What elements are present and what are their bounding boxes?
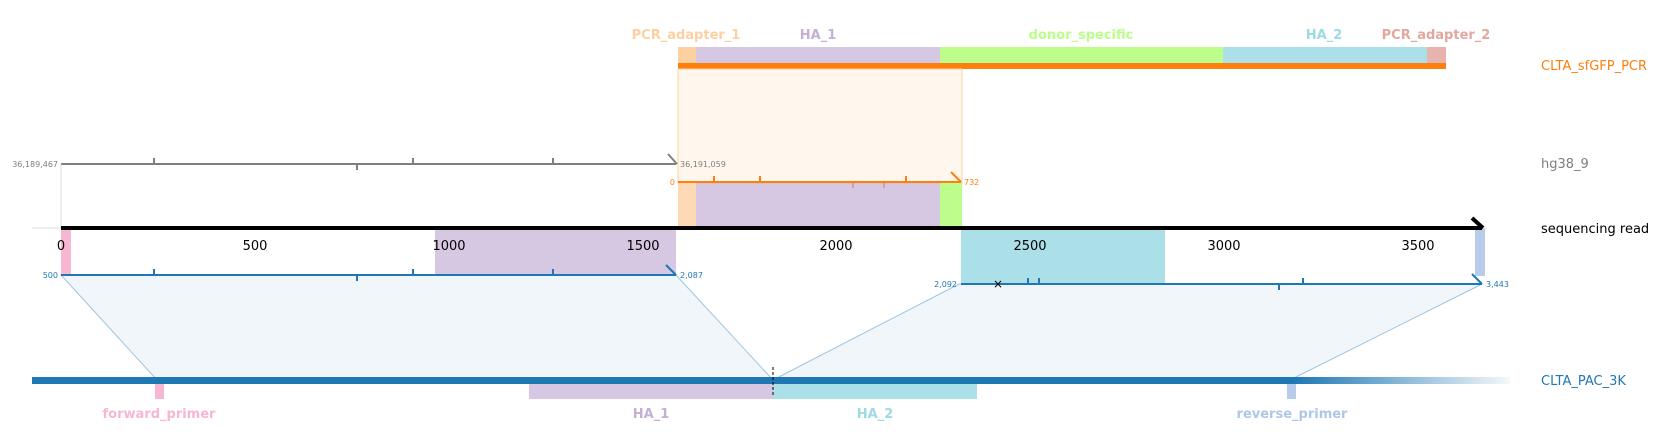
read-feature-reverse-primer bbox=[1475, 228, 1485, 276]
plasmid-backbone bbox=[32, 377, 1294, 384]
pcr-feature-ha-2 bbox=[1223, 47, 1427, 65]
pcr-end-coordinate: 732 bbox=[964, 178, 979, 187]
plasmid-left-end-coordinate: 2,087 bbox=[680, 271, 703, 280]
plasmid-label-forward-primer: forward_primer bbox=[103, 407, 217, 422]
pcr-label-ha-1: HA_1 bbox=[800, 28, 837, 43]
track-label-plasmid: CLTA_PAC_3K bbox=[1541, 374, 1626, 389]
read-feature-ha-2 bbox=[961, 228, 1165, 284]
read-axis-tick-label: 2000 bbox=[819, 239, 852, 254]
read-feature-pcr-adapter-1 bbox=[678, 183, 696, 228]
genome-start-coordinate: 36,189,467 bbox=[12, 160, 58, 169]
read-track: 0 500 1000 1500 2000 2500 3000 3500 sequ… bbox=[32, 216, 1649, 254]
pcr-label-pcr-adapter-2: PCR_adapter_2 bbox=[1382, 28, 1491, 43]
read-axis-tick-label: 0 bbox=[57, 239, 65, 254]
genome-end-coordinate: 36,191,059 bbox=[680, 160, 726, 169]
plasmid-deletion-marker: × bbox=[993, 277, 1003, 291]
read-axis-tick-label: 3000 bbox=[1207, 239, 1240, 254]
read-axis-tick-label: 1500 bbox=[626, 239, 659, 254]
plasmid-label-reverse-primer: reverse_primer bbox=[1237, 407, 1349, 422]
plasmid-left-start-coordinate: 500 bbox=[43, 271, 58, 280]
read-feature-ha-1-upper bbox=[696, 183, 940, 228]
pcr-feature-pcr-adapter-1 bbox=[678, 47, 696, 65]
plasmid-left-arrowhead bbox=[665, 264, 677, 276]
read-feature-ha-1-lower bbox=[435, 228, 676, 275]
plasmid-feature-reverse-primer bbox=[1287, 380, 1296, 399]
pcr-label-pcr-adapter-1: PCR_adapter_1 bbox=[632, 28, 741, 43]
plasmid-projection-left bbox=[59, 274, 775, 381]
pcr-feature-pcr-adapter-2 bbox=[1427, 47, 1446, 65]
read-axis-tick-label: 3500 bbox=[1401, 239, 1434, 254]
read-axis-tick-label: 500 bbox=[243, 239, 268, 254]
plasmid-feature-ha-1 bbox=[529, 380, 773, 399]
plasmid-label-ha-2: HA_2 bbox=[857, 407, 894, 422]
genome-alignment: 36,189,467 36,191,059 hg38_9 bbox=[12, 153, 1589, 228]
plasmid-backbone-fade bbox=[1294, 377, 1510, 384]
plasmid-alignment-left: 500 2,087 bbox=[43, 264, 703, 281]
track-label-pcr: CLTA_sfGFP_PCR bbox=[1541, 59, 1647, 74]
plasmid-alignment-right: × 2,092 3,443 bbox=[934, 273, 1509, 291]
pcr-backbone bbox=[678, 63, 1446, 69]
pcr-feature-ha-1 bbox=[696, 47, 940, 65]
track-label-genome: hg38_9 bbox=[1541, 157, 1589, 172]
read-axis-tick-label: 2500 bbox=[1013, 239, 1046, 254]
plasmid-label-ha-1: HA_1 bbox=[633, 407, 670, 422]
plasmid-projection-right bbox=[772, 283, 1483, 381]
pcr-label-donor-specific: donor_specific bbox=[1029, 28, 1134, 43]
pcr-feature-donor-specific bbox=[940, 47, 1223, 65]
pcr-track: PCR_adapter_1 HA_1 donor_specific HA_2 P… bbox=[632, 28, 1647, 74]
plasmid-feature-ha-2 bbox=[773, 380, 977, 399]
plasmid-track: forward_primer HA_1 HA_2 reverse_primer … bbox=[32, 367, 1626, 422]
plasmid-right-arrowhead bbox=[1471, 273, 1483, 285]
read-axis-arrowhead bbox=[1470, 216, 1485, 230]
read-feature-forward-primer bbox=[61, 228, 71, 275]
read-axis-tick-label: 1000 bbox=[432, 239, 465, 254]
pcr-alignment-arrowhead bbox=[950, 171, 962, 183]
track-label-read: sequencing read bbox=[1541, 222, 1649, 237]
plasmid-feature-forward-primer bbox=[155, 380, 164, 399]
pcr-start-coordinate: 0 bbox=[670, 178, 675, 187]
genome-arrowhead bbox=[667, 153, 678, 165]
read-feature-donor-specific bbox=[940, 183, 962, 228]
plasmid-right-end-coordinate: 3,443 bbox=[1486, 280, 1509, 289]
plasmid-right-start-coordinate: 2,092 bbox=[934, 280, 957, 289]
pcr-label-ha-2: HA_2 bbox=[1306, 28, 1343, 43]
